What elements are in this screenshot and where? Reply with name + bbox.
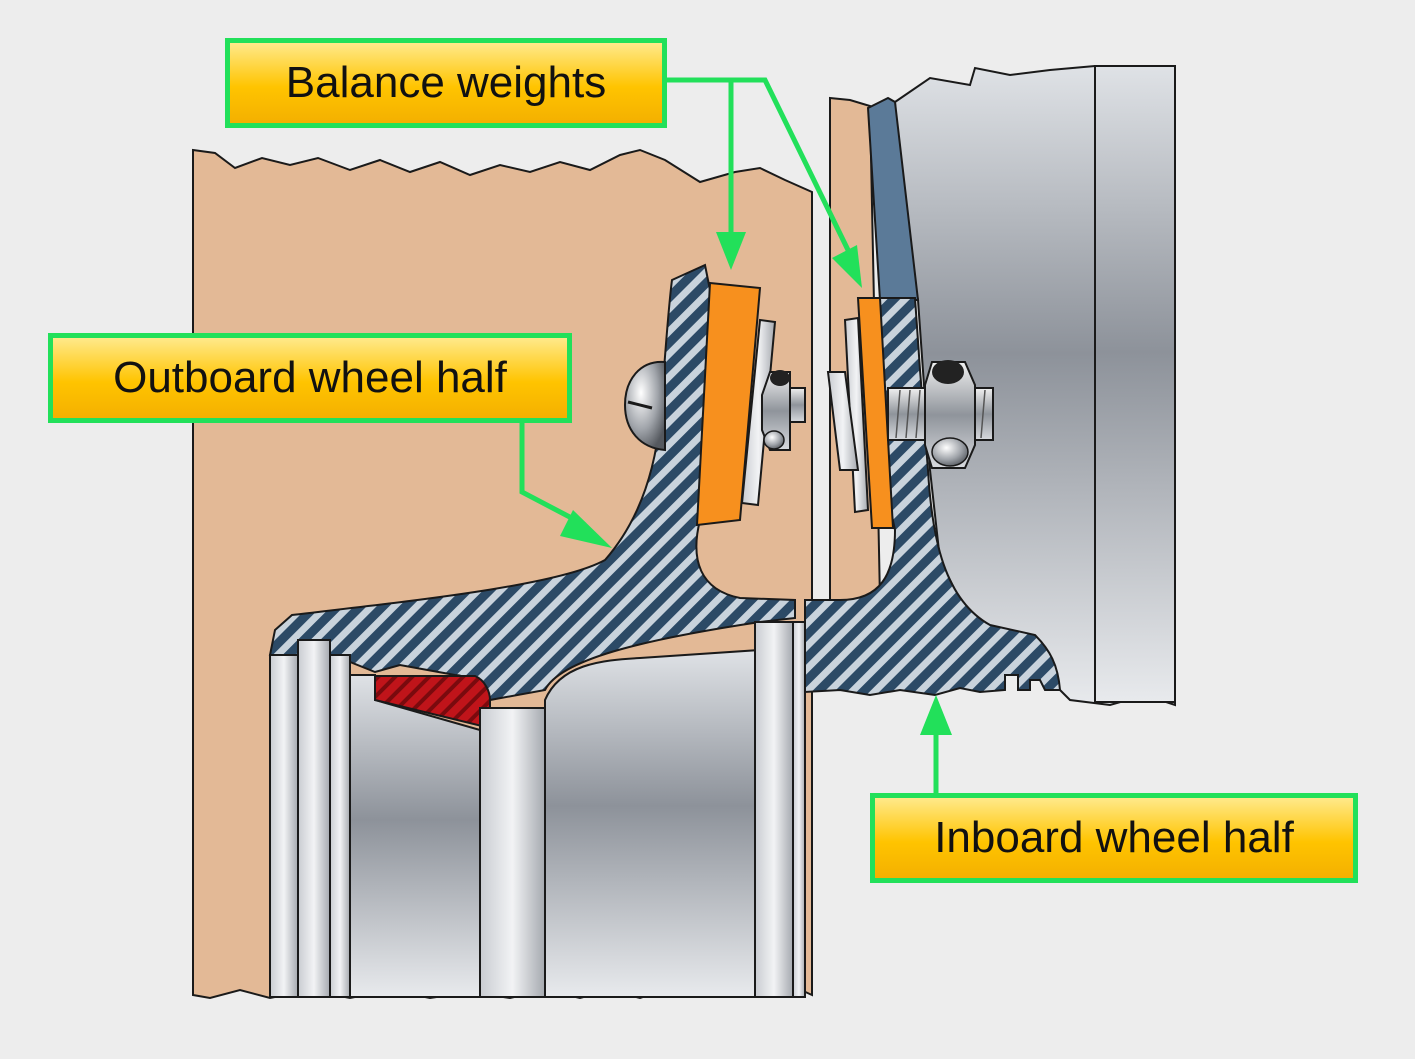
- inboard-nut-bottom: [931, 437, 969, 467]
- inboard-nut-top: [932, 360, 964, 384]
- arrowhead-inboard-weight: [832, 245, 862, 288]
- outboard-nut-top: [770, 370, 790, 386]
- outboard-balance-weight: [695, 281, 762, 527]
- outboard-leader: [519, 423, 587, 528]
- outboard-nut: [761, 371, 791, 451]
- outboard-washer: [740, 318, 777, 507]
- inboard-balance-weight: [856, 297, 895, 529]
- inboard-bolt-head: [826, 371, 860, 471]
- outboard-nut-bottom: [763, 430, 785, 450]
- inboard-barrel-flange: [1094, 65, 1176, 703]
- outboard-flange-lip: [269, 654, 299, 998]
- inboard-bead-seat: [866, 96, 920, 301]
- outboard-hub-ring: [754, 621, 794, 998]
- balance-weights-leader: [667, 77, 851, 252]
- inboard-wheel-half-label: Inboard wheel half: [934, 813, 1294, 862]
- arrowhead-outboard-half: [560, 510, 612, 548]
- bearing-race: [479, 707, 546, 998]
- callout-arrows: [519, 77, 939, 793]
- outboard-wheel-half-callout: Outboard wheel half: [48, 333, 572, 423]
- outboard-flange-ring: [297, 639, 331, 998]
- arrowhead-inboard-half: [920, 695, 952, 735]
- arrowhead-outboard-weight: [716, 232, 746, 270]
- balance-weights-callout: Balance weights: [225, 38, 667, 128]
- outboard-hub-bore: [544, 648, 761, 998]
- inboard-wheel-half-callout: Inboard wheel half: [870, 793, 1358, 883]
- inboard-wheel-half: [804, 297, 1062, 697]
- outboard-hub-edge: [792, 621, 806, 998]
- arrowheads: [560, 232, 952, 735]
- bolt-head-slot: [627, 400, 653, 410]
- balance-weights-label: Balance weights: [285, 58, 607, 107]
- outboard-spacer: [329, 654, 351, 998]
- outboard-wheel-half-label: Outboard wheel half: [113, 353, 507, 402]
